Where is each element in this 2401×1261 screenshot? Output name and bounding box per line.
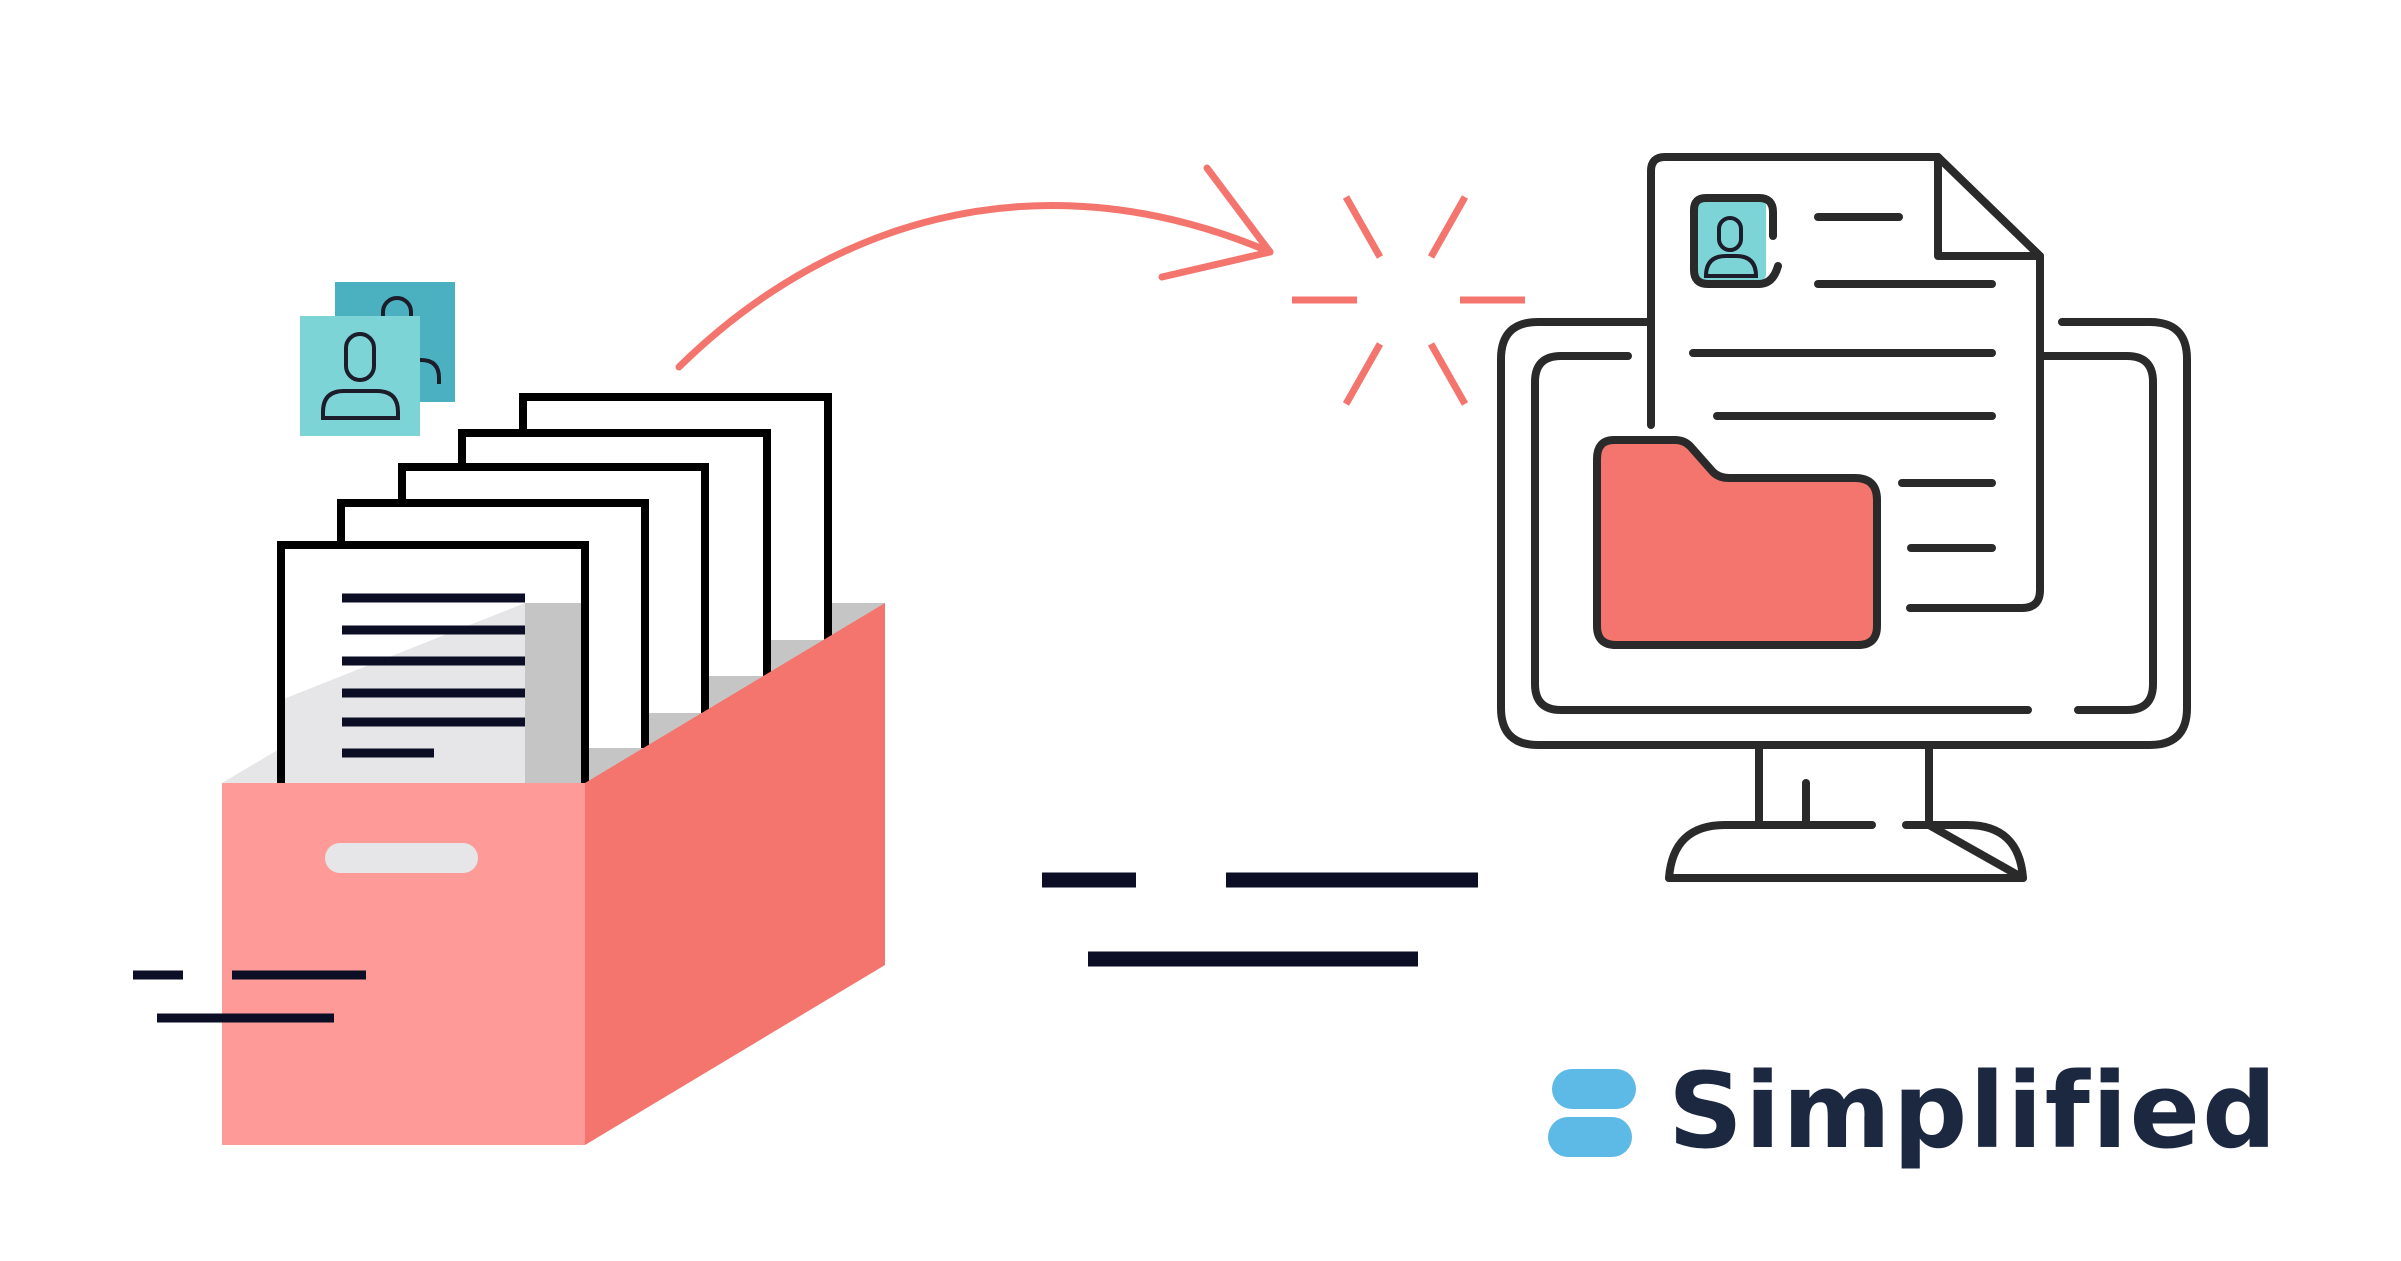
document-text-lines [342, 593, 525, 758]
logo-bar-top [1552, 1069, 1636, 1109]
box-side [585, 603, 885, 1145]
brand-logo: Simplified [1548, 1055, 2279, 1167]
motion-lines-left [133, 970, 366, 1023]
document-stack-icon [277, 393, 832, 785]
logo-bar-bottom [1548, 1117, 1632, 1157]
resume-text-lines [1689, 213, 1996, 552]
brand-name: Simplified [1668, 1050, 2279, 1172]
folder-icon [1593, 436, 1881, 649]
motion-lines-middle [1042, 872, 1478, 967]
simplified-logo-icon [1548, 1063, 1636, 1159]
spark-burst-icon [1292, 195, 1525, 406]
user-profile-card-icon [300, 282, 455, 436]
file-box-with-documents [222, 393, 885, 1145]
box-front [222, 783, 585, 1145]
box-handle [325, 843, 478, 873]
curved-arrow-icon [675, 164, 1274, 371]
desktop-monitor-icon [1497, 318, 2191, 882]
